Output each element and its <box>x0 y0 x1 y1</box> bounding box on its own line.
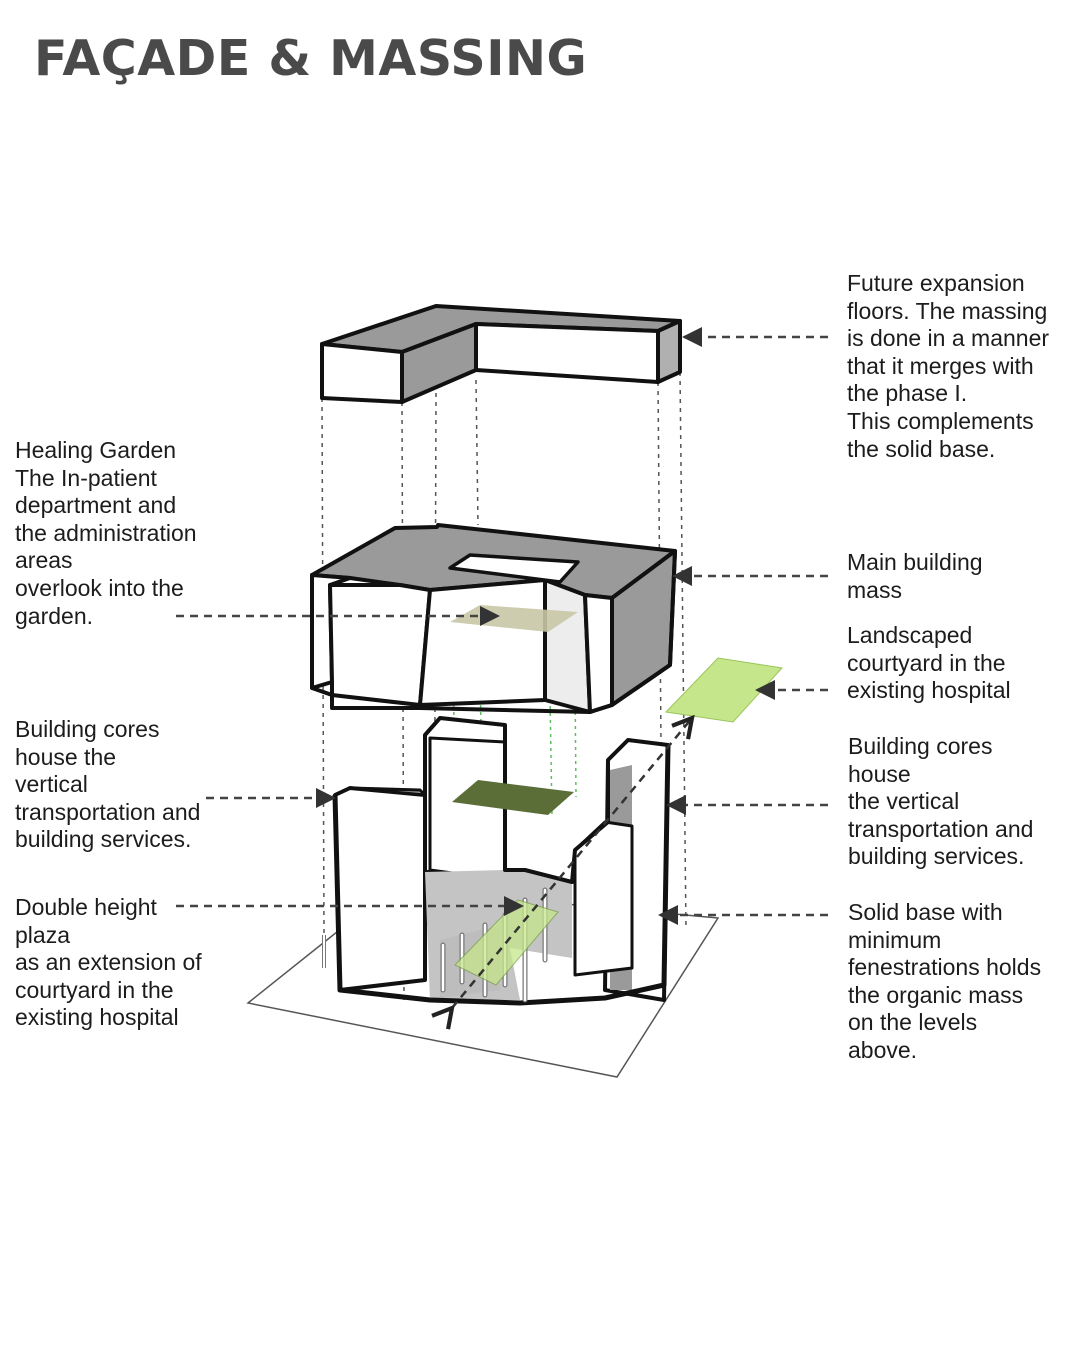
annotation-line: mass <box>847 576 902 603</box>
annotation-line: house the <box>15 743 117 770</box>
annotation-line: the phase I. <box>847 380 968 407</box>
landscaped-courtyard-plane <box>664 657 783 723</box>
annotation-line: floors. The massing <box>847 297 1048 324</box>
annotation-line: overlook into the <box>15 574 184 601</box>
annotation-line: areas <box>15 547 73 574</box>
page-title: FAÇADE & MASSING <box>34 30 588 87</box>
annotation-line: Building cores <box>15 716 160 742</box>
annotation-line: Solid base with <box>848 899 1003 925</box>
annotation-line: The In-patient <box>15 464 157 491</box>
annotation-line: the vertical <box>848 788 960 815</box>
annotation-line: building services. <box>848 843 1025 870</box>
annotation-line: garden. <box>15 602 94 629</box>
annotation-line: minimum <box>848 926 942 953</box>
annotation-line: above. <box>848 1036 918 1063</box>
annotation-line: the organic mass <box>848 981 1024 1008</box>
annotation-cores-right: Building cores house the vertical transp… <box>848 733 1033 871</box>
annotation-line: Landscaped <box>847 622 973 648</box>
annotation-line: existing hospital <box>847 677 1011 704</box>
annotation-leaders <box>176 327 828 925</box>
annotation-line: transportation and <box>15 798 201 825</box>
circulation-arrow-icon <box>452 718 692 1008</box>
annotation-main-mass: Main building mass <box>847 549 983 604</box>
annotation-line: house <box>848 760 911 787</box>
annotation-line: existing hospital <box>15 1004 179 1031</box>
annotation-line: department and <box>15 492 177 519</box>
annotation-line: courtyard in the <box>15 976 174 1003</box>
annotation-line: courtyard in the <box>847 649 1006 676</box>
annotation-line: as an extension of <box>15 949 202 976</box>
annotation-line: This complements <box>847 407 1034 434</box>
annotation-line: Double height <box>15 894 157 920</box>
annotation-line: is done in a manner <box>847 325 1050 352</box>
annotation-solid-base: Solid base with minimum fenestrations ho… <box>848 899 1041 1065</box>
annotation-line: the solid base. <box>847 435 996 462</box>
annotation-double-height: Double height plaza as an extension of c… <box>15 894 202 1032</box>
annotation-healing-garden: Healing Garden The In-patient department… <box>15 437 197 630</box>
annotation-line: the administration <box>15 519 197 546</box>
annotation-cores-left: Building cores house the vertical transp… <box>15 716 200 854</box>
future-expansion-block <box>320 304 682 404</box>
annotation-line: Main building <box>847 549 983 575</box>
annotation-line: Healing Garden <box>15 437 177 463</box>
annotation-future-expansion: Future expansion floors. The massing is … <box>847 270 1049 463</box>
annotation-line: building services. <box>15 826 192 853</box>
annotation-line: Future expansion <box>847 270 1025 296</box>
annotation-line: vertical <box>15 771 88 798</box>
annotation-line: transportation and <box>848 815 1034 842</box>
annotation-line: plaza <box>15 921 70 948</box>
annotation-line: that it merges with <box>847 352 1034 379</box>
annotation-line: Building cores <box>848 733 993 759</box>
annotation-line: fenestrations holds <box>848 954 1042 981</box>
annotation-landscaped-courtyard: Landscaped courtyard in the existing hos… <box>847 622 1011 705</box>
annotation-line: on the levels <box>848 1009 978 1036</box>
